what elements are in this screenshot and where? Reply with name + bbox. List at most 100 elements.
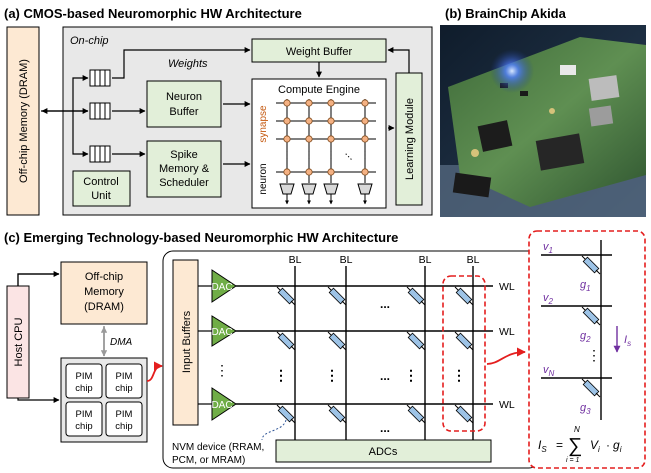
spike-memory-label-3: Scheduler — [159, 177, 209, 189]
zoom-wordlines — [541, 254, 612, 379]
panel-c-title: (c) Emerging Technology-based Neuromorph… — [4, 230, 398, 245]
svg-text:WL: WL — [499, 326, 515, 338]
svg-text:BL: BL — [289, 254, 302, 266]
dram-label: Off-chip Memory (DRAM) — [18, 59, 30, 183]
learning-module-box — [395, 72, 423, 206]
svg-text:WL: WL — [499, 399, 515, 411]
onchip-label: On-chip — [70, 35, 109, 47]
dac-connectors — [198, 285, 212, 405]
svg-text:...: ... — [380, 421, 390, 435]
neuron-buffer-box — [146, 80, 222, 128]
svg-text:∑: ∑ — [568, 435, 582, 457]
svg-text:⋮: ⋮ — [452, 367, 466, 383]
svg-text:PIM: PIM — [76, 409, 93, 420]
spike-memory-label-1: Spike — [170, 149, 198, 161]
host-cpu-label: Host CPU — [13, 317, 25, 366]
blue-led-glow — [490, 49, 534, 93]
zoom-panel — [528, 230, 646, 469]
offchip-memory-line-3: (DRAM) — [84, 301, 124, 313]
neuron-units — [279, 183, 373, 195]
current-equation: IS = ∑ N i = 1 Vi · gi — [538, 425, 622, 464]
neuron-outputs — [285, 194, 367, 205]
svg-text:chip: chip — [75, 383, 92, 394]
svg-text:vN: vN — [543, 364, 555, 378]
learning-module-label: Learning Module — [404, 98, 416, 180]
brainchip-akida-photo — [440, 25, 646, 217]
svg-text:DAC: DAC — [211, 282, 232, 293]
dac-triangles — [211, 269, 237, 421]
adcs-label: ADCs — [369, 446, 398, 458]
svg-text:⋮: ⋮ — [360, 150, 370, 161]
column-highlight — [442, 275, 486, 432]
weights-label: Weights — [168, 58, 208, 70]
fifo-icons — [89, 69, 111, 163]
weight-buffer-label: Weight Buffer — [286, 46, 353, 58]
dac-labels: DAC DAC DAC — [211, 282, 232, 411]
compute-engine-label: Compute Engine — [278, 84, 360, 96]
svg-text:chip: chip — [75, 421, 92, 432]
neuron-label: neuron — [258, 163, 269, 194]
svg-text:⋮: ⋮ — [404, 367, 418, 383]
svg-text:DAC: DAC — [211, 327, 232, 338]
svg-text:v2: v2 — [543, 292, 554, 306]
svg-text:Vi: Vi — [590, 438, 600, 454]
synapse-label: synapse — [258, 105, 269, 143]
zoom-vdots: ⋮ — [587, 347, 601, 363]
svg-text:PIM: PIM — [116, 371, 133, 382]
svg-text:IS: IS — [538, 438, 547, 454]
svg-text:g1: g1 — [580, 279, 591, 293]
nvm-device-line-2: PCM, or MRAM) — [172, 455, 245, 466]
nvm-device-line-1: NVM device (RRAM, — [172, 442, 264, 453]
svg-text:=: = — [556, 438, 563, 452]
svg-text:chip: chip — [115, 421, 132, 432]
panel-a-arrows — [41, 47, 410, 167]
word-lines — [236, 285, 493, 405]
bl-labels: BL BL BL BL — [289, 254, 480, 266]
zoom-conductances: g1 g2 g3 — [580, 279, 591, 416]
pim-to-crossbar-arrow — [146, 361, 163, 382]
svg-text:g3: g3 — [580, 402, 591, 416]
crossbar-dots: ... ... ... ⋮ ⋮ ⋮ ⋮ — [274, 297, 466, 435]
svg-text:BL: BL — [340, 254, 353, 266]
svg-text:WL: WL — [499, 281, 515, 293]
dac-vdots: ⋮ — [215, 362, 229, 378]
neuron-buffer-label-1: Neuron — [166, 91, 202, 103]
control-unit-label-2: Unit — [91, 190, 111, 202]
svg-text:DAC: DAC — [211, 400, 232, 411]
svg-text:·: · — [606, 438, 610, 452]
input-buffers-label: Input Buffers — [181, 310, 193, 373]
panel-a-title: (a) CMOS-based Neuromorphic HW Architect… — [4, 6, 302, 21]
column-zoom-arrow — [486, 347, 526, 365]
zoom-voltages: v1 v2 vN — [543, 241, 555, 378]
pim-chips — [65, 363, 143, 437]
neuron-buffer-label-2: Buffer — [169, 106, 198, 118]
svg-text:g2: g2 — [580, 330, 591, 344]
svg-text:N: N — [574, 425, 580, 434]
svg-text:⋮: ⋮ — [282, 150, 292, 161]
svg-text:i = 1: i = 1 — [566, 457, 580, 464]
panel-b-title: (b) BrainChip Akida — [445, 6, 567, 21]
svg-text:gi: gi — [613, 438, 622, 454]
control-unit-box — [72, 170, 131, 207]
svg-text:BL: BL — [467, 254, 480, 266]
svg-text:...: ... — [380, 369, 390, 383]
control-unit-label-1: Control — [83, 176, 118, 188]
svg-text:PIM: PIM — [76, 371, 93, 382]
svg-text:v1: v1 — [543, 241, 553, 255]
svg-text:⋮: ⋮ — [274, 367, 288, 383]
adcs-box — [275, 439, 492, 463]
svg-text:BL: BL — [419, 254, 432, 266]
panel-c-left-arrows — [17, 271, 60, 403]
dma-label: DMA — [110, 337, 133, 348]
offchip-memory-line-1: Off-chip — [85, 271, 123, 283]
offchip-memory-box — [60, 261, 148, 325]
bit-lines — [294, 266, 474, 440]
svg-text:PIM: PIM — [116, 409, 133, 420]
svg-text:...: ... — [380, 297, 390, 311]
nvm-pointer — [261, 419, 287, 441]
current-label: Is — [624, 334, 631, 348]
wl-labels: WL WL WL — [499, 281, 515, 411]
svg-text:chip: chip — [115, 383, 132, 394]
offchip-memory-line-2: Memory — [84, 286, 124, 298]
